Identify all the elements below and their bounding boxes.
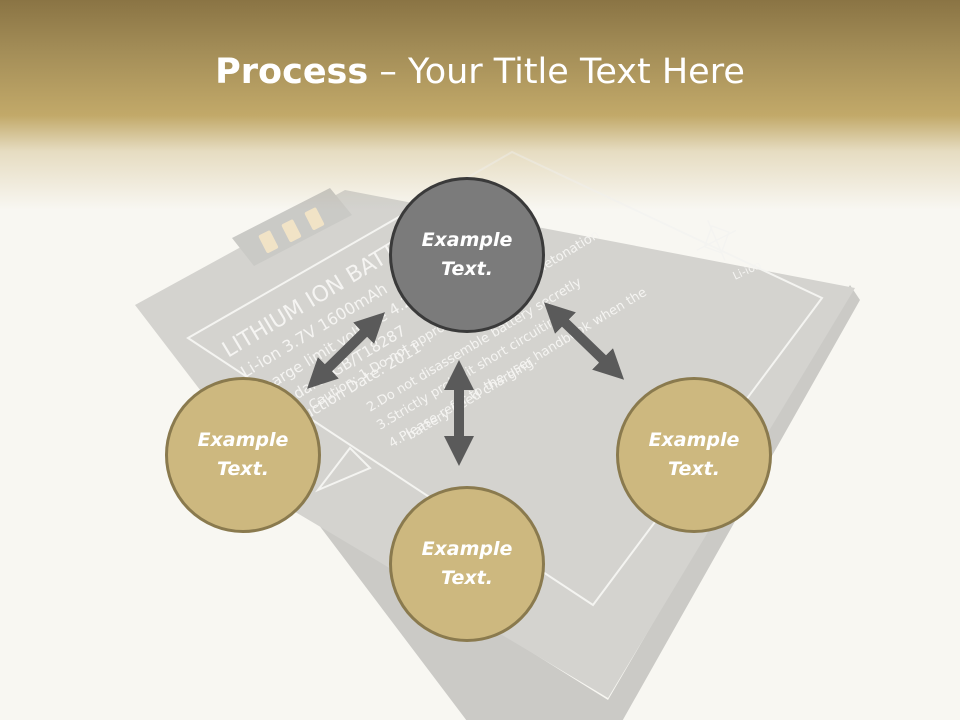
- title-bold: Process: [215, 52, 369, 92]
- arrow-center-left: [307, 312, 385, 389]
- title-rest: – Your Title Text Here: [368, 52, 745, 92]
- node-center-text: Example Text.: [421, 229, 513, 280]
- slide-title: Process – Your Title Text Here: [0, 52, 960, 92]
- process-node-bottom: Example Text.: [389, 486, 545, 642]
- arrow-center-right: [543, 302, 625, 380]
- node-bottom-text: Example Text.: [421, 538, 513, 589]
- process-node-center: Example Text.: [389, 177, 545, 333]
- process-node-left: Example Text.: [165, 377, 321, 533]
- process-node-right: Example Text.: [616, 377, 772, 533]
- node-left-text: Example Text.: [197, 429, 289, 480]
- node-right-text: Example Text.: [648, 429, 740, 480]
- header-band: [0, 0, 960, 210]
